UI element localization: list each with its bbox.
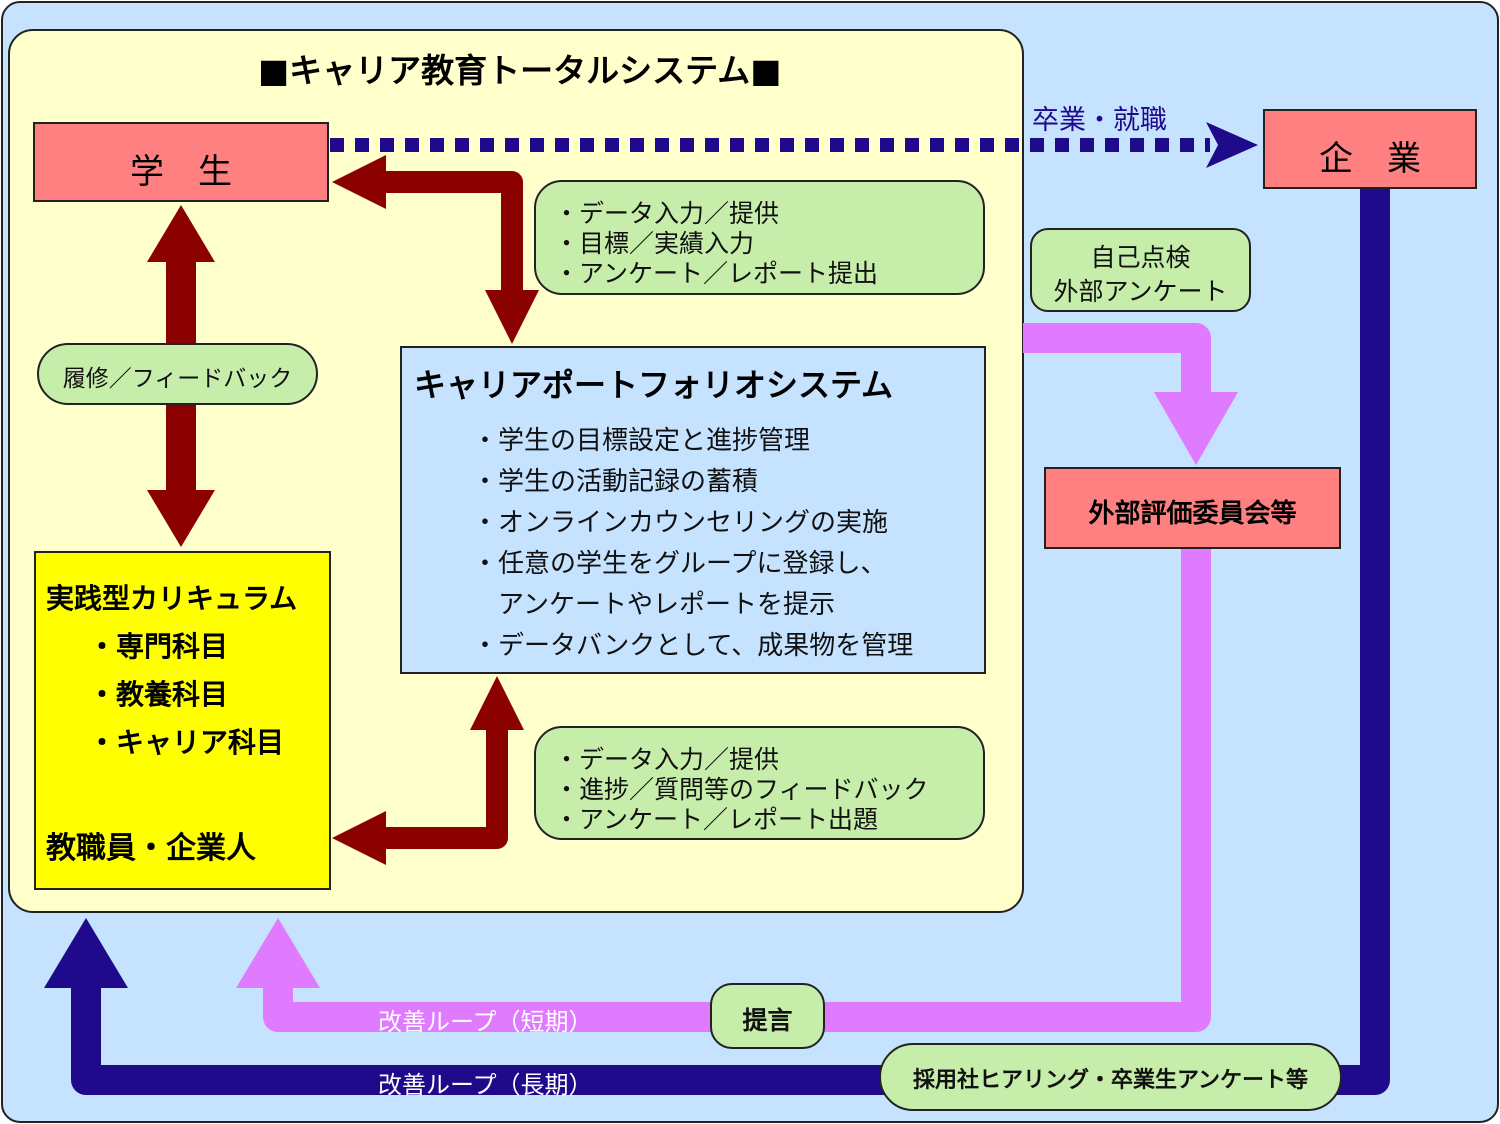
- student-data-bubble: ・データ入力／提供 ・目標／実績入力 ・アンケート／レポート提出: [534, 180, 985, 295]
- portfolio-item: ・学生の活動記録の蓄積: [472, 467, 759, 497]
- portfolio-title: キャリアポートフォリオシステム: [414, 366, 894, 404]
- bubble-line: ・目標／実績入力: [554, 229, 755, 258]
- bubble-line: ・進捗／質問等のフィードバック: [554, 775, 929, 804]
- curriculum-arrowhead-up: [147, 205, 215, 262]
- bubble-line: ・アンケート／レポート提出: [554, 259, 879, 288]
- bubble-line: ・データ入力／提供: [554, 199, 780, 228]
- staff-portfolio-arrowhead-left: [332, 811, 386, 865]
- curriculum-box: 実践型カリキュラム ・専門科目 ・教養科目 ・キャリア科目 教職員・企業人: [34, 551, 331, 890]
- graduation-label: 卒業・就職: [1032, 105, 1167, 136]
- external-committee-node: 外部評価委員会等: [1044, 467, 1341, 549]
- bubble-line: 採用社ヒアリング・卒業生アンケート等: [912, 1068, 1309, 1093]
- self-check-arrowhead: [1154, 392, 1238, 465]
- bubble-line: ・アンケート／レポート出題: [554, 805, 879, 834]
- long-loop-label: 改善ループ（長期）: [378, 1071, 593, 1099]
- bubble-line: ・データ入力／提供: [554, 745, 780, 774]
- hiring-hearing-bubble: 採用社ヒアリング・卒業生アンケート等: [879, 1043, 1342, 1111]
- staff-portfolio-arrowhead-up: [470, 676, 524, 730]
- short-loop-arrowhead: [236, 918, 320, 988]
- diagram-title: ■キャリア教育トータルシステム■: [258, 51, 782, 90]
- student-node: 学 生: [33, 122, 329, 202]
- self-check-arrow-line: [1023, 323, 1211, 398]
- self-check-bubble: 自己点検 外部アンケート: [1030, 228, 1251, 312]
- staff-portfolio-arrow-line: [384, 728, 508, 849]
- curriculum-item: ・教養科目: [88, 678, 229, 711]
- bubble-line: 外部アンケート: [1053, 277, 1228, 306]
- staff-label: 教職員・企業人: [46, 831, 256, 866]
- portfolio-item: ・データバンクとして、成果物を管理: [472, 631, 914, 661]
- curriculum-arrowhead-down: [147, 490, 215, 547]
- curriculum-item: ・専門科目: [88, 630, 229, 663]
- long-loop-arrow-line: [71, 173, 1390, 1095]
- graduation-arrowhead: [1206, 122, 1258, 168]
- bubble-line: 自己点検: [1090, 243, 1191, 272]
- curriculum-title: 実践型カリキュラム: [46, 582, 298, 615]
- portfolio-item: ・任意の学生をグループに登録し、: [472, 549, 887, 579]
- portfolio-item: ・学生の目標設定と進捗管理: [472, 426, 811, 456]
- student-label: 学 生: [130, 152, 232, 192]
- company-label: 企 業: [1319, 139, 1421, 179]
- bubble-line: 履修／フィードバック: [62, 366, 293, 392]
- staff-data-bubble: ・データ入力／提供 ・進捗／質問等のフィードバック ・アンケート／レポート出題: [534, 726, 985, 840]
- proposal-bubble: 提言: [710, 983, 825, 1049]
- long-loop-arrowhead: [44, 918, 128, 988]
- student-portfolio-arrowhead-left: [332, 155, 386, 209]
- curriculum-item: ・キャリア科目: [88, 726, 285, 759]
- bubble-line: 提言: [742, 1006, 793, 1035]
- student-portfolio-arrowhead-down: [485, 290, 539, 344]
- short-loop-label: 改善ループ（短期）: [378, 1008, 593, 1036]
- portfolio-item: ・オンラインカウンセリングの実施: [472, 508, 889, 538]
- curriculum-feedback-bubble: 履修／フィードバック: [37, 343, 318, 405]
- external-committee-label: 外部評価委員会等: [1088, 499, 1297, 529]
- company-node: 企 業: [1263, 109, 1477, 189]
- student-portfolio-arrow-line: [384, 171, 523, 292]
- portfolio-system-box: キャリアポートフォリオシステム ・学生の目標設定と進捗管理 ・学生の活動記録の蓄…: [400, 346, 986, 674]
- portfolio-item: アンケートやレポートを提示: [472, 590, 835, 620]
